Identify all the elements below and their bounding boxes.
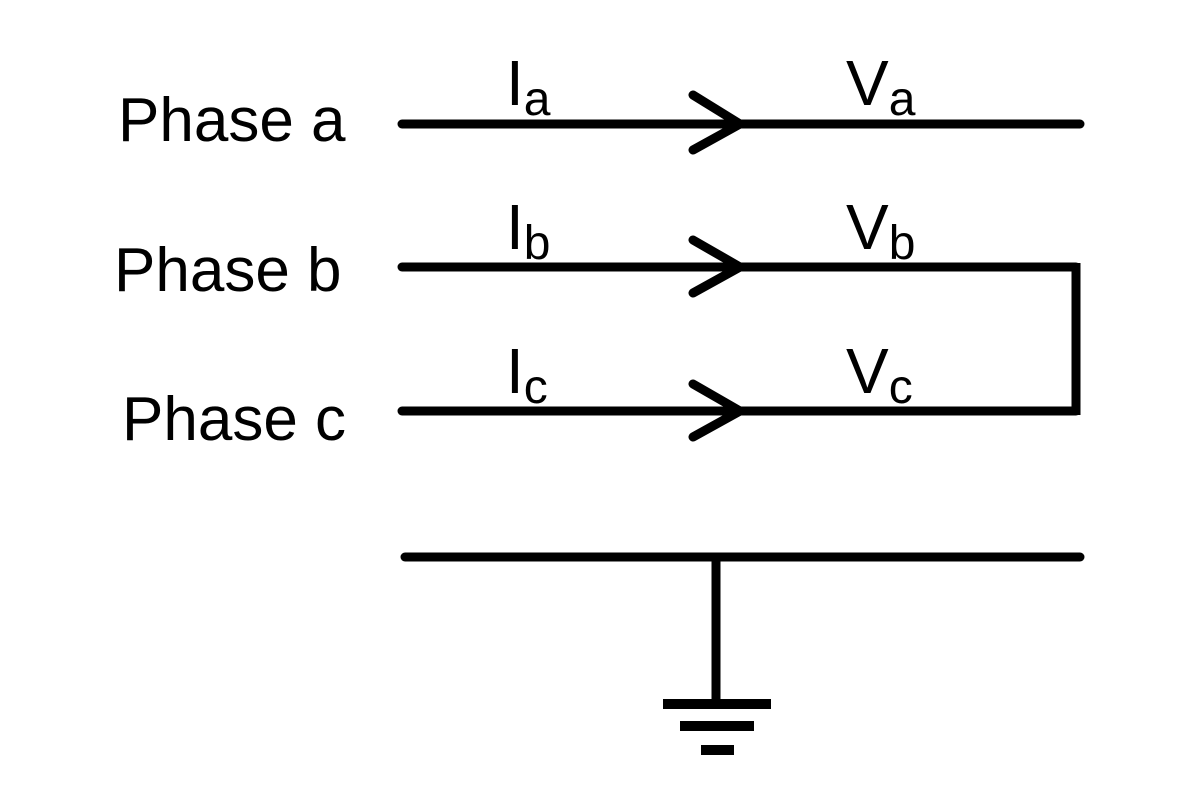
ground-bar-middle <box>680 721 754 731</box>
phase-c-voltage-label: Vc <box>846 335 913 414</box>
ground-bar-top <box>663 699 771 709</box>
voltage-subscript: b <box>889 217 916 270</box>
phase-a-current-label: Ia <box>506 47 551 126</box>
phase-c-current-label: Ic <box>506 335 548 414</box>
voltage-symbol: V <box>846 47 889 119</box>
current-subscript: c <box>524 361 548 414</box>
phase-a-voltage-label: Va <box>846 47 916 126</box>
voltage-symbol: V <box>846 191 889 263</box>
current-symbol: I <box>506 191 524 263</box>
phase-b-arrow-icon <box>688 235 750 298</box>
phase-a-label: Phase a <box>118 86 346 155</box>
voltage-subscript: a <box>889 73 916 126</box>
phase-b-label: Phase b <box>114 236 342 305</box>
phase-c-group: Phase c Ic Vc <box>122 335 1081 454</box>
phase-b-voltage-label: Vb <box>846 191 915 270</box>
voltage-symbol: V <box>846 335 889 407</box>
phase-a-arrow-icon <box>688 90 749 155</box>
phase-c-arrow-icon <box>688 379 750 442</box>
current-symbol: I <box>506 335 524 407</box>
voltage-subscript: c <box>889 361 913 414</box>
current-subscript: b <box>524 217 551 270</box>
phase-b-current-label: Ib <box>506 191 550 270</box>
ground-group <box>400 552 1085 755</box>
ground-bar-bottom <box>701 745 734 755</box>
current-subscript: a <box>524 73 551 126</box>
phase-c-label: Phase c <box>122 385 346 454</box>
phase-a-group: Phase a Ia Va <box>118 47 1085 155</box>
current-symbol: I <box>506 47 524 119</box>
phase-b-group: Phase b Ib Vb <box>114 191 1081 305</box>
ground-icon <box>663 699 771 755</box>
